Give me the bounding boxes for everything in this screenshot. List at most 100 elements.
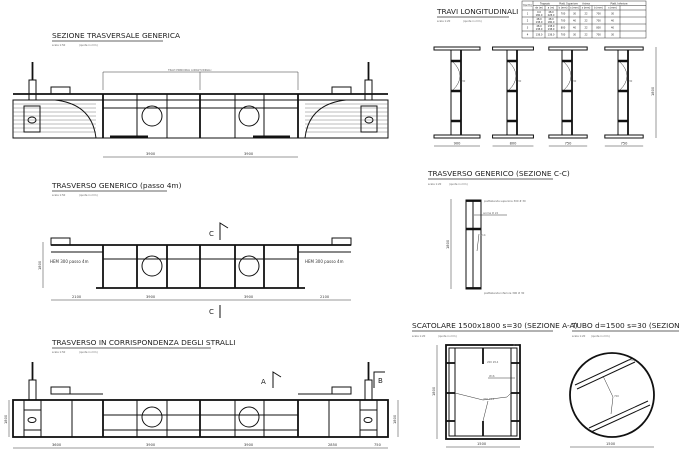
- dim-text: 2100: [72, 295, 82, 299]
- table-cell: 22: [584, 20, 588, 23]
- label-stiffener-2: #16: [489, 374, 495, 378]
- view-sezione-trasversale: SEZIONE TRASVERSALE GENERICA scala 1:50 …: [12, 31, 389, 158]
- pylon-right: [364, 379, 373, 401]
- table-cell: 4: [527, 34, 529, 37]
- beam-section: 30 900: [433, 46, 481, 147]
- table-cell: 138.0: [548, 34, 555, 37]
- dim-width: 800: [510, 142, 518, 146]
- dim-height: 1800: [651, 86, 655, 96]
- pylon-left: [28, 79, 37, 101]
- stiffener-label: 30: [462, 79, 466, 83]
- dim-text: 3900: [146, 295, 156, 299]
- label-web: anima # 22: [483, 211, 499, 215]
- view-title: TRASVERSO IN CORRISPONDENZA DEGLI STRALL…: [51, 338, 235, 347]
- dim-width: 900: [454, 142, 462, 146]
- dim-text: 3900: [244, 152, 254, 156]
- beam-section: 30 800: [492, 46, 534, 147]
- stiffener-label: 30: [518, 79, 522, 83]
- label-stiffener-3: 200 #14: [483, 397, 495, 401]
- table-header: a (m): [548, 7, 554, 10]
- table-cell: 40: [573, 20, 577, 23]
- section-mark-c-bottom: C: [209, 308, 214, 316]
- table-group-header: Anima: [582, 3, 590, 6]
- table-cell: 40: [611, 27, 615, 30]
- label-bottom-plate: piattabanda inferiore 300 # 30: [484, 291, 525, 295]
- view-title: TRASVERSO GENERICO (passo 4m): [51, 181, 182, 190]
- table-frame: [521, 0, 647, 39]
- view-title: TRASVERSO GENERICO (SEZIONE C-C): [427, 169, 570, 178]
- beam-section: 30 750: [604, 46, 644, 147]
- section-mark-b: B: [378, 377, 383, 385]
- cross-beam-stralli: [12, 362, 389, 438]
- label-stiffener-1: 200 #14: [487, 360, 499, 364]
- table-cell: 228.0: [548, 14, 555, 17]
- table-cell: 22: [584, 34, 588, 37]
- scale-label: scala 1:50: [52, 43, 66, 47]
- table-cell: 800: [561, 27, 566, 30]
- view-trasverso-generico: TRASVERSO GENERICO (passo 4m) scala 1:50…: [38, 181, 352, 318]
- table-cell: 138.0: [548, 25, 555, 28]
- units-label: (quote in mm): [438, 334, 457, 338]
- dimension-line: 3900 3900: [103, 152, 298, 158]
- table-cell: 40: [611, 20, 615, 23]
- units-label: (quote in mm): [79, 193, 98, 197]
- table-cell: 700: [596, 34, 601, 37]
- deck-section: TRAVI PRINCIPALI LONGITUDINALI: [12, 62, 389, 139]
- table-cell: 30: [573, 13, 577, 16]
- table-cell: 700: [596, 13, 601, 16]
- view-title: SEZIONE TRASVERSALE GENERICA: [52, 31, 180, 40]
- table-cell: 700: [561, 20, 566, 23]
- table-header: TRATTO: [523, 5, 532, 8]
- table-cell: 30: [611, 34, 615, 37]
- table-row: 4 138.0 138.0 700 30 22 700 30: [522, 30, 646, 37]
- dim-diameter: 1500: [606, 442, 616, 446]
- dim-text: 3900: [244, 295, 254, 299]
- label-top-plate: piattabanda superiore 300 # 30: [484, 199, 526, 203]
- view-trasverso-stralli: TRASVERSO IN CORRISPONDENZA DEGLI STRALL…: [4, 338, 399, 449]
- dim-width: 750: [565, 142, 573, 146]
- table-cell: 138.0: [536, 34, 543, 37]
- dim-height-right: 1800: [393, 414, 397, 424]
- scale-label: scala 1:20: [412, 334, 426, 338]
- stiffener-label: 30: [629, 79, 633, 83]
- label-hem-right: HEM 300 passo 4m: [305, 259, 344, 264]
- dim-height: 1800: [432, 386, 436, 396]
- dim-text: 2850: [328, 443, 338, 447]
- table-cell: 700: [561, 13, 566, 16]
- view-travi-longitudinali: TRAVI LONGITUDINALI scala 1:20 (quote in…: [433, 0, 657, 147]
- table-group-header: Piatt. Inferiore: [611, 3, 628, 6]
- table-cell: 138.0: [536, 28, 543, 31]
- label-thickness: #30: [628, 358, 634, 362]
- table-header: s (mm): [570, 7, 579, 10]
- dim-height: 1800: [38, 260, 42, 270]
- scale-label: scala 1:20: [572, 334, 586, 338]
- table-cell: 40: [573, 27, 577, 30]
- table-cell: 22: [584, 13, 588, 16]
- dim-height: 1800: [446, 239, 450, 249]
- dim-text: 3900: [146, 443, 156, 447]
- scale-label: scala 1:20: [437, 19, 451, 23]
- table-cell: 700: [561, 34, 566, 37]
- table-cell: 700: [596, 20, 601, 23]
- table-cell: 30: [611, 13, 615, 16]
- table-cell: 180.0: [536, 14, 543, 17]
- table-cell: 30: [573, 34, 577, 37]
- view-sezione-cc: TRASVERSO GENERICO (SEZIONE C-C) scala 1…: [427, 169, 570, 295]
- table-cell: 48.0: [536, 18, 542, 21]
- dim-width: 750: [621, 142, 629, 146]
- table-cell: 800: [596, 27, 601, 30]
- table-cell: 3: [527, 27, 529, 30]
- pylon-left: [28, 379, 37, 401]
- table-header: s (mm): [608, 7, 617, 10]
- label-stiffener: #14: [480, 233, 486, 237]
- table-group-header: Piatt. Superiore: [559, 3, 578, 6]
- label-thickness: #30: [513, 343, 519, 347]
- dim-width: 1500: [477, 442, 487, 446]
- table-header: b (mm): [559, 7, 568, 10]
- units-label: (quote in mm): [79, 43, 98, 47]
- table-cell: 48.0: [548, 18, 554, 21]
